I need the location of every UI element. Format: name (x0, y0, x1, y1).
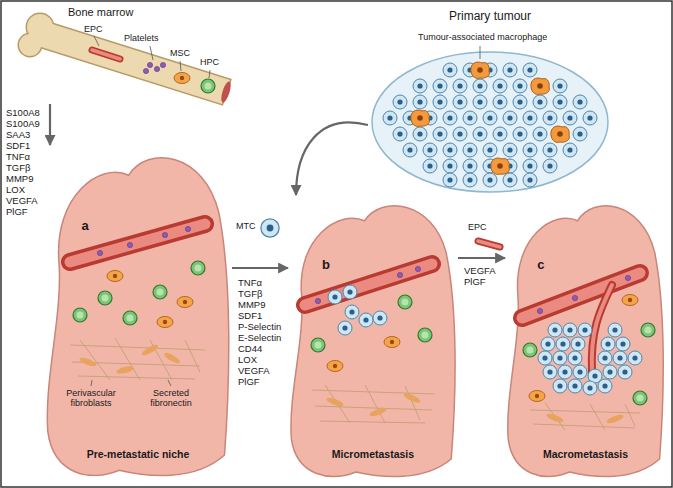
callout-label: Perivascular fibroblasts (58, 388, 124, 409)
factor-label: PlGF (238, 377, 260, 388)
organ-title: Primary tumour (449, 10, 531, 24)
stage-title: Pre-metastatic niche (87, 448, 190, 460)
stage-title: Macrometastasis (543, 448, 628, 460)
lung-node: cMacrometastasis (505, 195, 666, 482)
callout-label: Tumour-associated macrophage (418, 32, 547, 42)
tumour-cells (383, 62, 597, 187)
flow-arrow (458, 257, 505, 259)
factor-label: TNFα (238, 278, 262, 289)
lung-outline (44, 145, 232, 482)
organ-title: Bone marrow (68, 6, 133, 19)
factor-label: VEGFA (6, 196, 38, 207)
cell-label: EPC (84, 24, 103, 34)
factor-label: TNFα (6, 152, 30, 163)
factor-label: SDF1 (238, 311, 262, 322)
bone-contents (92, 36, 215, 93)
panel-letter: b (322, 258, 330, 273)
panel-letter: a (82, 219, 89, 234)
factor-label: SAA3 (6, 130, 30, 141)
epc-vessel (478, 241, 500, 247)
cell-label: HPC (200, 57, 219, 67)
lung-a-contents (70, 224, 205, 386)
callout-label: Secreted fibronectin (140, 388, 202, 409)
factor-label: MMP9 (6, 174, 33, 185)
factor-label: LOX (6, 185, 25, 196)
cell-label: MSC (170, 48, 190, 58)
stage-title: Micrometastasis (332, 448, 414, 460)
lung-node: aPre-metastatic niche (44, 145, 232, 482)
factor-label: SDF1 (6, 141, 30, 152)
factor-label: LOX (238, 355, 257, 366)
lung-b-contents (305, 264, 435, 423)
flow-arrow (49, 104, 51, 145)
lung-c-contents (522, 273, 655, 430)
cell-label: MTC (236, 221, 256, 231)
factor-label: VEGFA (238, 366, 270, 377)
factor-label: PlGF (464, 277, 486, 288)
factor-label: MMP9 (238, 300, 265, 311)
lung-outline (288, 195, 458, 482)
lung-outline (505, 195, 666, 482)
factor-label: CD44 (238, 344, 262, 355)
factor-label: PlGF (6, 207, 28, 218)
factor-label: VEGFA (464, 266, 496, 277)
panel-letter: c (537, 258, 544, 273)
factor-label: P-Selectin (238, 322, 281, 333)
cell-label: EPC (468, 222, 487, 232)
leader-line (480, 46, 481, 59)
factor-label: E-Selectin (238, 333, 281, 344)
flow-arrow (232, 267, 288, 269)
factor-label: S100A8 (6, 108, 40, 119)
factor-label: TGFβ (6, 163, 30, 174)
cell-label: Platelets (124, 33, 159, 43)
factor-label: TGFβ (238, 289, 262, 300)
lung-node: bMicrometastasis (288, 195, 458, 482)
factor-label: S100A9 (6, 119, 40, 130)
mtc-cell (261, 219, 279, 237)
flow-arrow (296, 122, 368, 195)
